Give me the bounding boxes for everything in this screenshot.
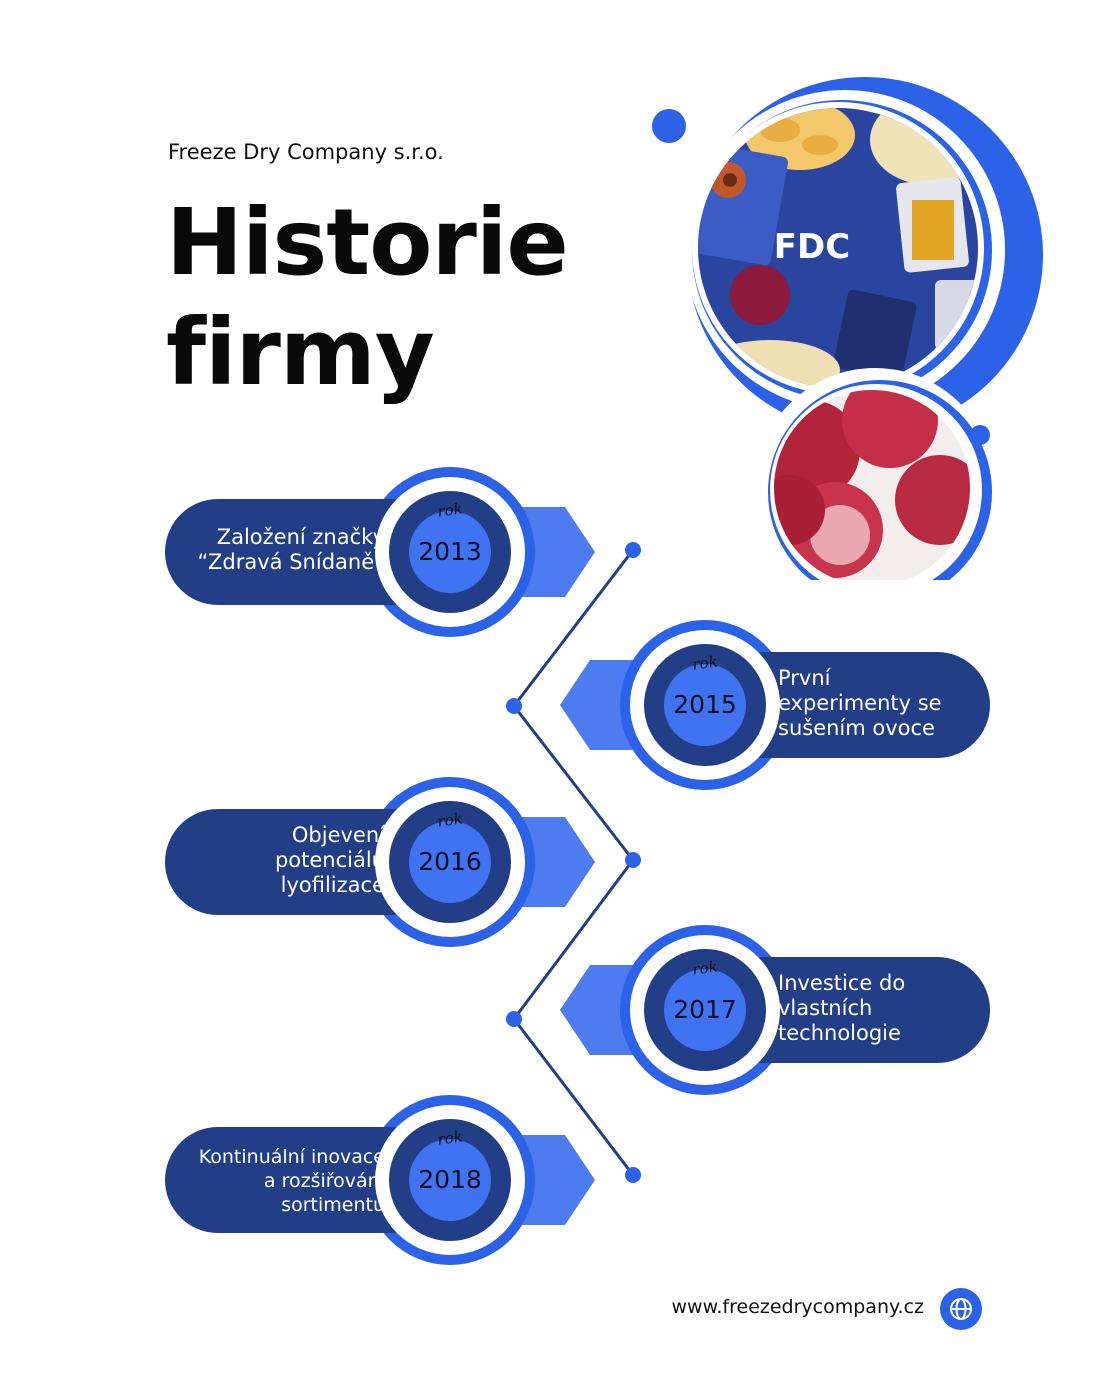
connector-dot — [506, 698, 522, 714]
timeline-item-2018: rok 2018 Kontinuální inovace a rozšiřová… — [165, 1095, 625, 1265]
title-line-1: Historie — [166, 189, 569, 296]
connector-dot — [625, 852, 641, 868]
event-label: Založení značky “Zdravá Snídaně” — [197, 525, 385, 574]
year-badge — [664, 664, 746, 746]
timeline-item-2015: rok 2015 První experimenty se sušením ov… — [560, 620, 1020, 790]
year-badge — [409, 821, 491, 903]
year-badge — [409, 1139, 491, 1221]
year-value: 2018 — [418, 1165, 482, 1194]
company-name: Freeze Dry Company s.r.o. — [168, 140, 444, 164]
event-label: Kontinuální inovace a rozšiřování sortim… — [198, 1146, 385, 1216]
connector-dot — [625, 542, 641, 558]
year-badge — [664, 969, 746, 1051]
timeline-item-2013: rok 2013 Založení značky “Zdravá Snídaně… — [165, 467, 625, 637]
title-line-2: firmy — [166, 299, 435, 406]
connector-dot — [506, 1011, 522, 1027]
website-link[interactable]: www.freezedrycompany.cz — [671, 1296, 924, 1318]
page-title: Historie firmy — [166, 188, 569, 408]
year-value: 2015 — [673, 690, 737, 719]
hero-brand-label: FDC — [774, 227, 850, 267]
year-badge — [409, 511, 491, 593]
connector-dot — [625, 1167, 641, 1183]
globe-icon[interactable] — [940, 1288, 982, 1330]
year-value: 2017 — [673, 995, 737, 1024]
year-value: 2016 — [418, 847, 482, 876]
event-label: Objevení potenciálu lyofilizace — [274, 823, 385, 897]
event-label: Investice do vlastních technologie — [778, 971, 906, 1045]
hero-products-image: FDC — [640, 40, 1100, 580]
event-label: První experimenty se sušením ovoce — [778, 666, 942, 740]
year-value: 2013 — [418, 537, 482, 566]
timeline-item-2016: rok 2016 Objevení potenciálu lyofilizace — [165, 777, 625, 947]
timeline-item-2017: rok 2017 Investice do vlastních technolo… — [560, 925, 1020, 1095]
